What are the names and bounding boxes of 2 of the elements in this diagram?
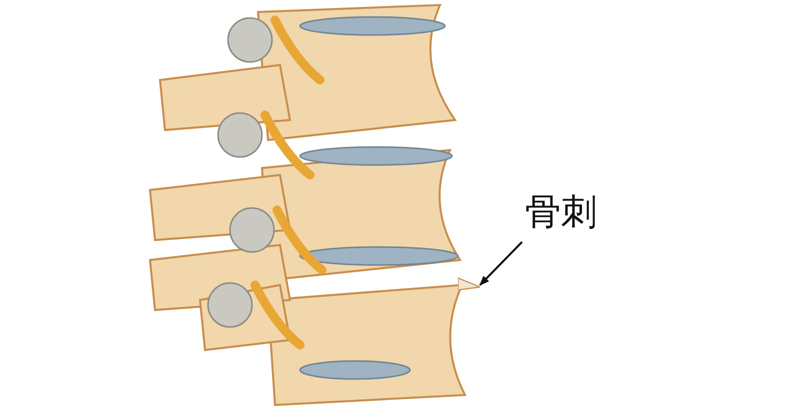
leader-arrow: [479, 241, 523, 286]
annotation-label: 骨刺: [525, 195, 597, 231]
